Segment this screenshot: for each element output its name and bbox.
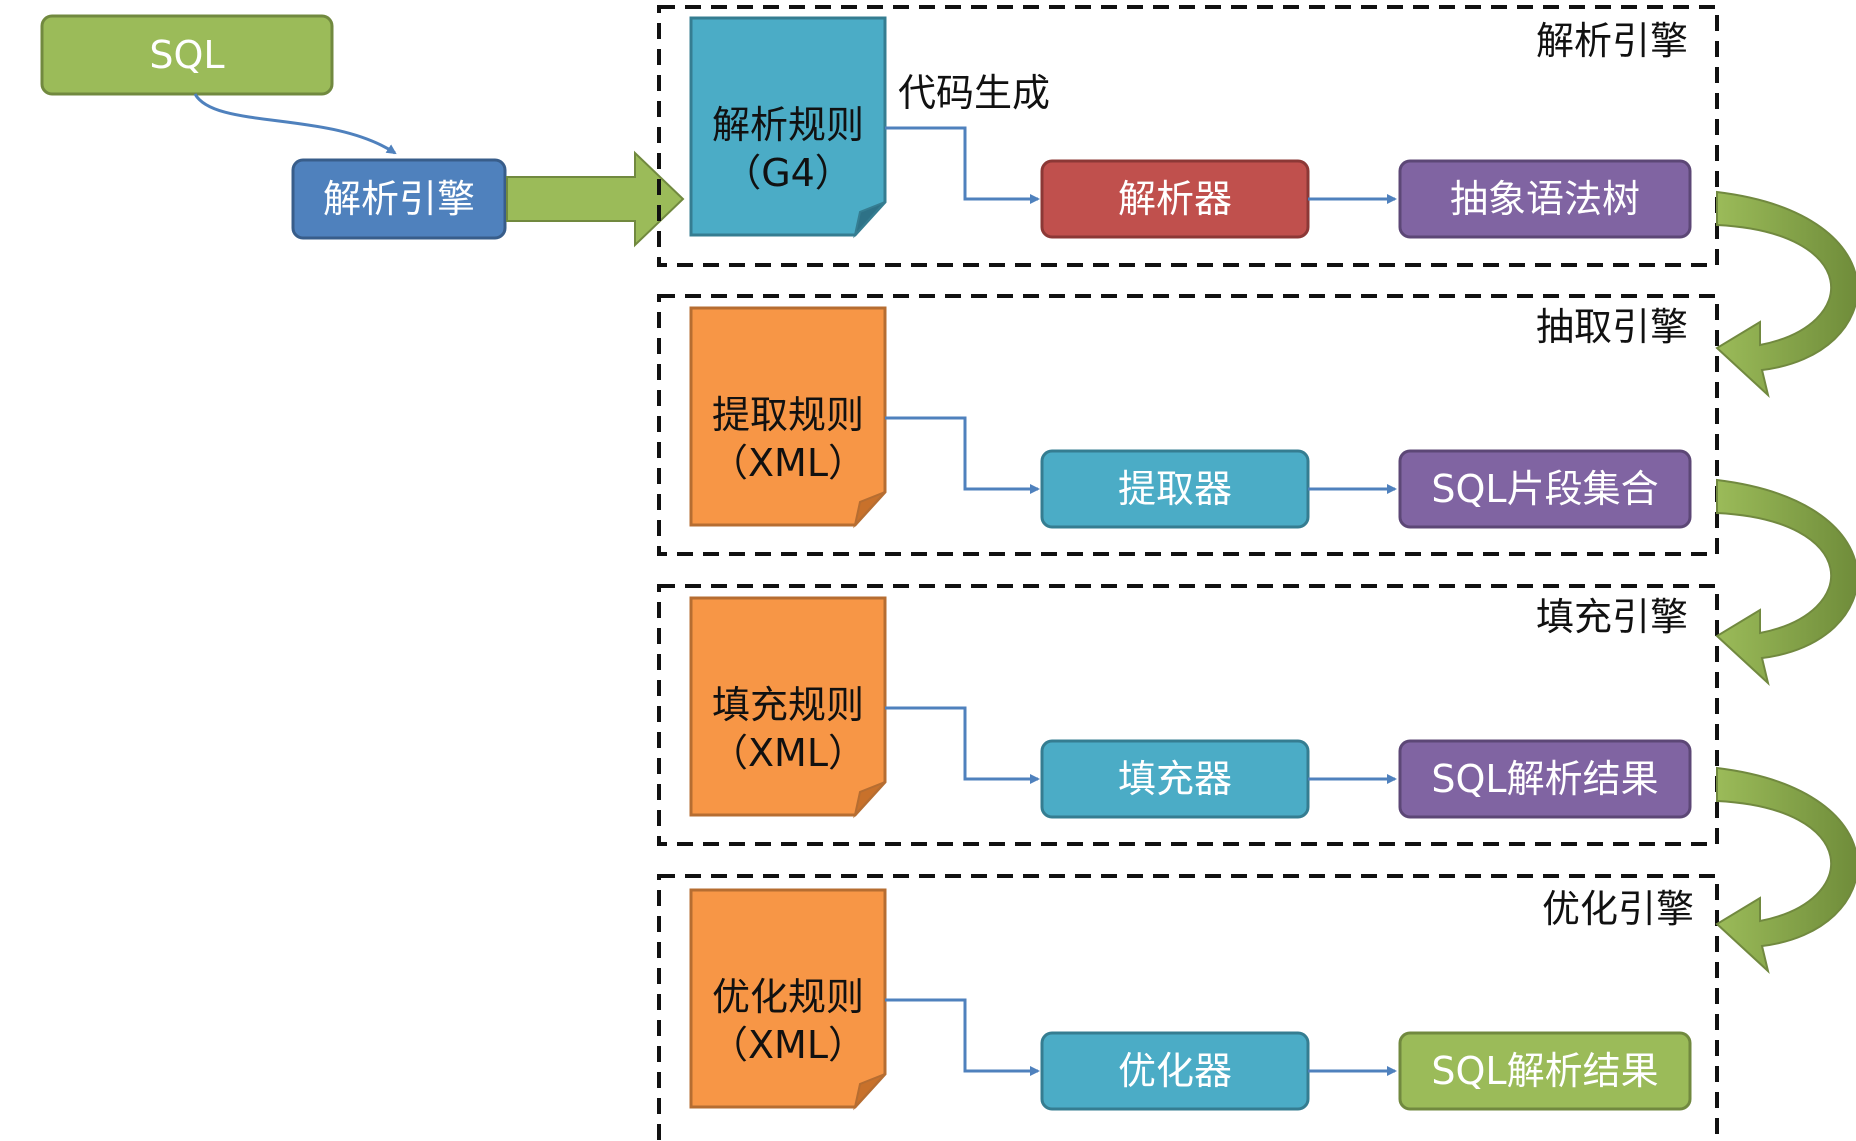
stage-title: 填充引擎 (1536, 595, 1688, 639)
processor-node: 优化器 (1040, 1031, 1310, 1111)
transition-arrow-2 (1715, 478, 1856, 686)
output-node: 抽象语法树 (1398, 159, 1692, 239)
processor-label: 优化器 (1118, 1049, 1232, 1093)
rule-document: 提取规则 （XML） (689, 306, 887, 529)
stage-filling-engine: 填充引擎 填充规则 （XML） 填充器 SQL解析结果 (657, 584, 1719, 846)
stage-title: 抽取引擎 (1536, 305, 1688, 349)
rule-document: 解析规则 （G4） (689, 16, 887, 239)
codegen-label: 代码生成 (898, 71, 1050, 115)
rule-to-processor-connector (885, 416, 1040, 494)
parsing-engine-input-label: 解析引擎 (323, 177, 475, 221)
sql-to-engine-connector (193, 93, 397, 155)
rule-name: 填充规则 (712, 683, 864, 727)
stage-title: 优化引擎 (1542, 887, 1694, 931)
stage-frame (657, 584, 1719, 846)
output-label: SQL解析结果 (1431, 1049, 1658, 1093)
output-label: 抽象语法树 (1450, 177, 1640, 221)
processor-label: 解析器 (1118, 177, 1232, 221)
big-right-arrow (506, 150, 685, 248)
rule-document: 优化规则 （XML） (689, 888, 887, 1111)
processor-label: 填充器 (1118, 757, 1232, 801)
output-node: SQL解析结果 (1398, 1031, 1692, 1111)
rule-name: 优化规则 (712, 975, 864, 1019)
stage-optimization-engine: 优化引擎 优化规则 （XML） 优化器 SQL解析结果 (657, 874, 1719, 1141)
rule-format: （XML） (710, 441, 866, 485)
processor-label: 提取器 (1118, 467, 1232, 511)
output-label: SQL片段集合 (1431, 467, 1658, 511)
stage-frame (657, 874, 1719, 1141)
rule-name: 解析规则 (712, 103, 864, 147)
rule-to-processor-connector (885, 706, 1040, 784)
stage-title: 解析引擎 (1536, 19, 1688, 63)
stage-parsing-engine: 解析引擎 解析规则 （G4） 代码生成 解析器 抽象语法树 (657, 5, 1719, 267)
processor-node: 提取器 (1040, 449, 1310, 529)
processor-node: 解析器 (1040, 159, 1310, 239)
rule-format: （XML） (710, 1023, 866, 1067)
rule-document: 填充规则 （XML） (689, 596, 887, 819)
transition-arrow-1 (1715, 190, 1856, 398)
stage-frame (657, 5, 1719, 267)
transition-arrow-3 (1715, 766, 1856, 974)
stage-extraction-engine: 抽取引擎 提取规则 （XML） 提取器 SQL片段集合 (657, 294, 1719, 556)
sql-input-node: SQL (40, 14, 334, 96)
rule-to-processor-connector (885, 998, 1040, 1076)
rule-name: 提取规则 (712, 393, 864, 437)
processor-node: 填充器 (1040, 739, 1310, 819)
output-node: SQL解析结果 (1398, 739, 1692, 819)
stage-frame (657, 294, 1719, 556)
output-label: SQL解析结果 (1431, 757, 1658, 801)
output-node: SQL片段集合 (1398, 449, 1692, 529)
sql-input-label: SQL (149, 33, 224, 77)
rule-format: （XML） (710, 731, 866, 775)
rule-format: （G4） (723, 151, 853, 195)
parsing-engine-input-node: 解析引擎 (291, 158, 507, 240)
rule-to-processor-connector (885, 126, 1040, 204)
curved-transition-arrows (1715, 190, 1856, 974)
